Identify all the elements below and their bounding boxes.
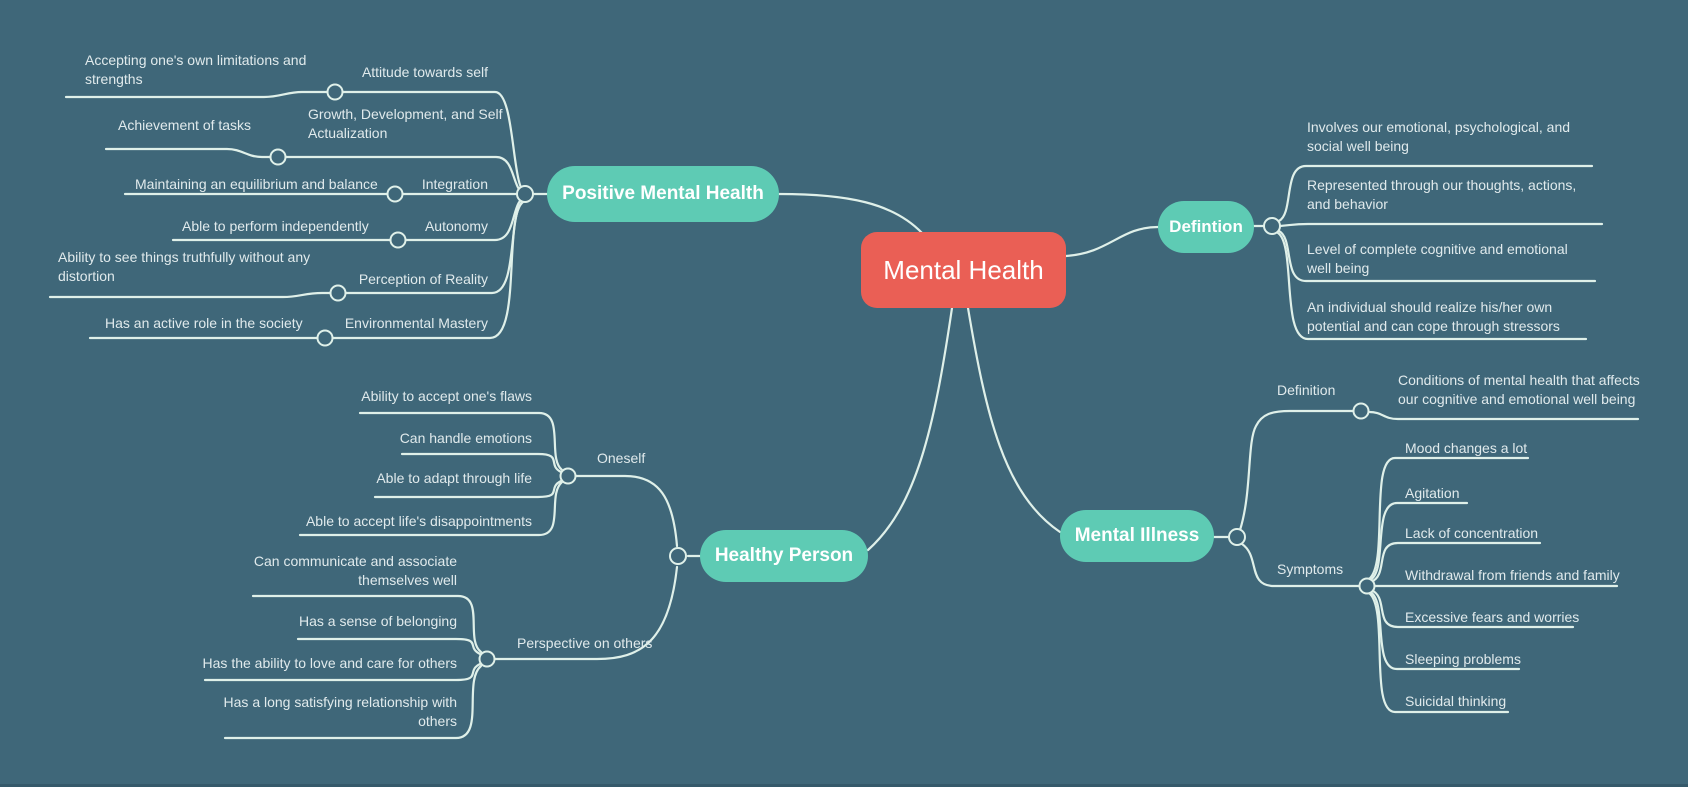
connector-symptom-2	[1368, 501, 1469, 582]
topic-perspective-on-others[interactable]: Perspective on others	[517, 635, 653, 651]
connector-healthy-perspective	[493, 565, 679, 661]
connector-illness-definition-detail	[1367, 410, 1640, 421]
topic-illness-definition-detail[interactable]: Conditions of mental health that affects…	[1398, 372, 1640, 407]
topic-accept-flaws[interactable]: Ability to accept one's flaws	[361, 388, 532, 404]
topic-accept-disappointments[interactable]: Able to accept life's disappointments	[305, 513, 532, 529]
connector-oneself-4	[298, 480, 564, 537]
junction-dot-autonomy	[389, 231, 407, 249]
connector-symptom-3	[1369, 541, 1542, 584]
connector-perspective-4	[223, 664, 483, 740]
topic-symptom-mood-changes[interactable]: Mood changes a lot	[1405, 440, 1528, 456]
junction-dot-growth	[269, 148, 287, 166]
connector-illness-definition	[1238, 409, 1356, 532]
junction-dot-positive	[516, 185, 534, 203]
connector-symptom-7	[1367, 591, 1510, 714]
topic-environmental-mastery[interactable]: Environmental Mastery	[344, 315, 488, 331]
junction-dot-symptoms	[1358, 577, 1376, 595]
connector-root-positive	[777, 192, 924, 235]
connector-symptom-1	[1367, 456, 1530, 581]
junction-dot-attitude	[326, 83, 344, 101]
topic-maintaining-equilibrium[interactable]: Maintaining an equilibrium and balance	[135, 176, 378, 192]
topic-autonomy[interactable]: Autonomy	[424, 218, 488, 234]
topic-growth-development[interactable]: Growth, Development, and Self Actualizat…	[308, 106, 503, 141]
branch-node-healthy-person[interactable]: Healthy Person	[700, 530, 868, 582]
junction-dot-environmental	[316, 329, 334, 347]
connector-defintion-2	[1278, 222, 1604, 228]
topic-sense-of-belonging[interactable]: Has a sense of belonging	[299, 613, 457, 629]
topic-accepting-limitations[interactable]: Accepting one's own limitations and stre…	[85, 52, 307, 87]
junction-dot-oneself	[559, 467, 577, 485]
topic-perception-of-reality[interactable]: Perception of Reality	[358, 271, 488, 287]
topic-illness-definition[interactable]: Definition	[1277, 382, 1336, 398]
topic-integration[interactable]: Integration	[421, 176, 488, 192]
connector-root-healthy-person	[866, 306, 954, 552]
connector-illness-symptoms	[1240, 542, 1362, 588]
topic-level-cognitive[interactable]: Level of complete cognitive and emotiona…	[1307, 241, 1568, 276]
topic-oneself[interactable]: Oneself	[597, 450, 646, 466]
topic-symptoms[interactable]: Symptoms	[1277, 561, 1344, 577]
topic-symptom-sleeping[interactable]: Sleeping problems	[1405, 651, 1521, 667]
connector-root-mental-illness	[966, 306, 1062, 534]
junction-dot-healthy-person	[669, 547, 687, 565]
branch-node-defintion[interactable]: Defintion	[1158, 201, 1254, 253]
connector-root-defintion	[1064, 225, 1160, 258]
junction-dot-perspective	[478, 650, 496, 668]
canvas-bottom-edge	[0, 784, 1688, 787]
topic-handle-emotions[interactable]: Can handle emotions	[399, 430, 532, 446]
topic-attitude-towards-self[interactable]: Attitude towards self	[361, 64, 488, 80]
connector-defintion-3	[1277, 229, 1597, 283]
topic-symptom-agitation[interactable]: Agitation	[1405, 485, 1460, 501]
junction-dot-perception	[329, 284, 347, 302]
junction-dot-mental-illness	[1228, 528, 1246, 546]
junction-dot-defintion	[1263, 217, 1281, 235]
connector-oneself-3	[373, 479, 563, 499]
topic-active-role-society[interactable]: Has an active role in the society	[105, 315, 303, 331]
junction-dot-illness-definition	[1352, 402, 1370, 420]
topic-perform-independently[interactable]: Able to perform independently	[182, 218, 369, 234]
connector-healthy-oneself	[574, 474, 679, 548]
connector-symptom-6	[1368, 590, 1521, 671]
topic-long-relationship[interactable]: Has a long satisfying relationship with …	[223, 694, 457, 729]
topic-see-things-truthfully[interactable]: Ability to see things truthfully without…	[58, 249, 311, 284]
connector-positive-growth	[104, 147, 529, 196]
junction-dot-integration	[386, 185, 404, 203]
topic-symptom-fears[interactable]: Excessive fears and worries	[1405, 609, 1580, 625]
connector-defintion-4	[1276, 231, 1588, 341]
topic-represented-thoughts[interactable]: Represented through our thoughts, action…	[1307, 177, 1577, 212]
connector-perspective-1	[251, 594, 483, 654]
connector-perspective-3	[203, 662, 482, 682]
topic-achievement-of-tasks[interactable]: Achievement of tasks	[118, 117, 252, 133]
connector-symptom-5	[1369, 588, 1575, 629]
branch-node-mental-illness[interactable]: Mental Illness	[1060, 510, 1214, 562]
branch-node-positive-mental-health[interactable]: Positive Mental Health	[547, 166, 779, 222]
topic-love-and-care[interactable]: Has the ability to love and care for oth…	[202, 655, 457, 671]
root-node-mental-health[interactable]: Mental Health	[861, 232, 1066, 308]
topic-symptom-concentration[interactable]: Lack of concentration	[1405, 525, 1539, 541]
topic-symptom-suicidal[interactable]: Suicidal thinking	[1405, 693, 1507, 709]
topic-individual-potential[interactable]: An individual should realize his/her own…	[1307, 299, 1560, 334]
connector-defintion-1	[1277, 164, 1594, 223]
topic-communicate-associate[interactable]: Can communicate and associate themselves…	[253, 553, 457, 588]
topic-symptom-withdrawal[interactable]: Withdrawal from friends and family	[1405, 567, 1620, 583]
connector-oneself-1	[358, 411, 564, 472]
connector-perspective-2	[296, 637, 482, 656]
topic-adapt-through-life[interactable]: Able to adapt through life	[376, 470, 532, 486]
connector-oneself-2	[400, 452, 563, 474]
connector-positive-environmental	[88, 199, 527, 340]
connector-positive-attitude	[64, 90, 529, 196]
topic-involves-wellbeing[interactable]: Involves our emotional, psychological, a…	[1307, 119, 1571, 154]
